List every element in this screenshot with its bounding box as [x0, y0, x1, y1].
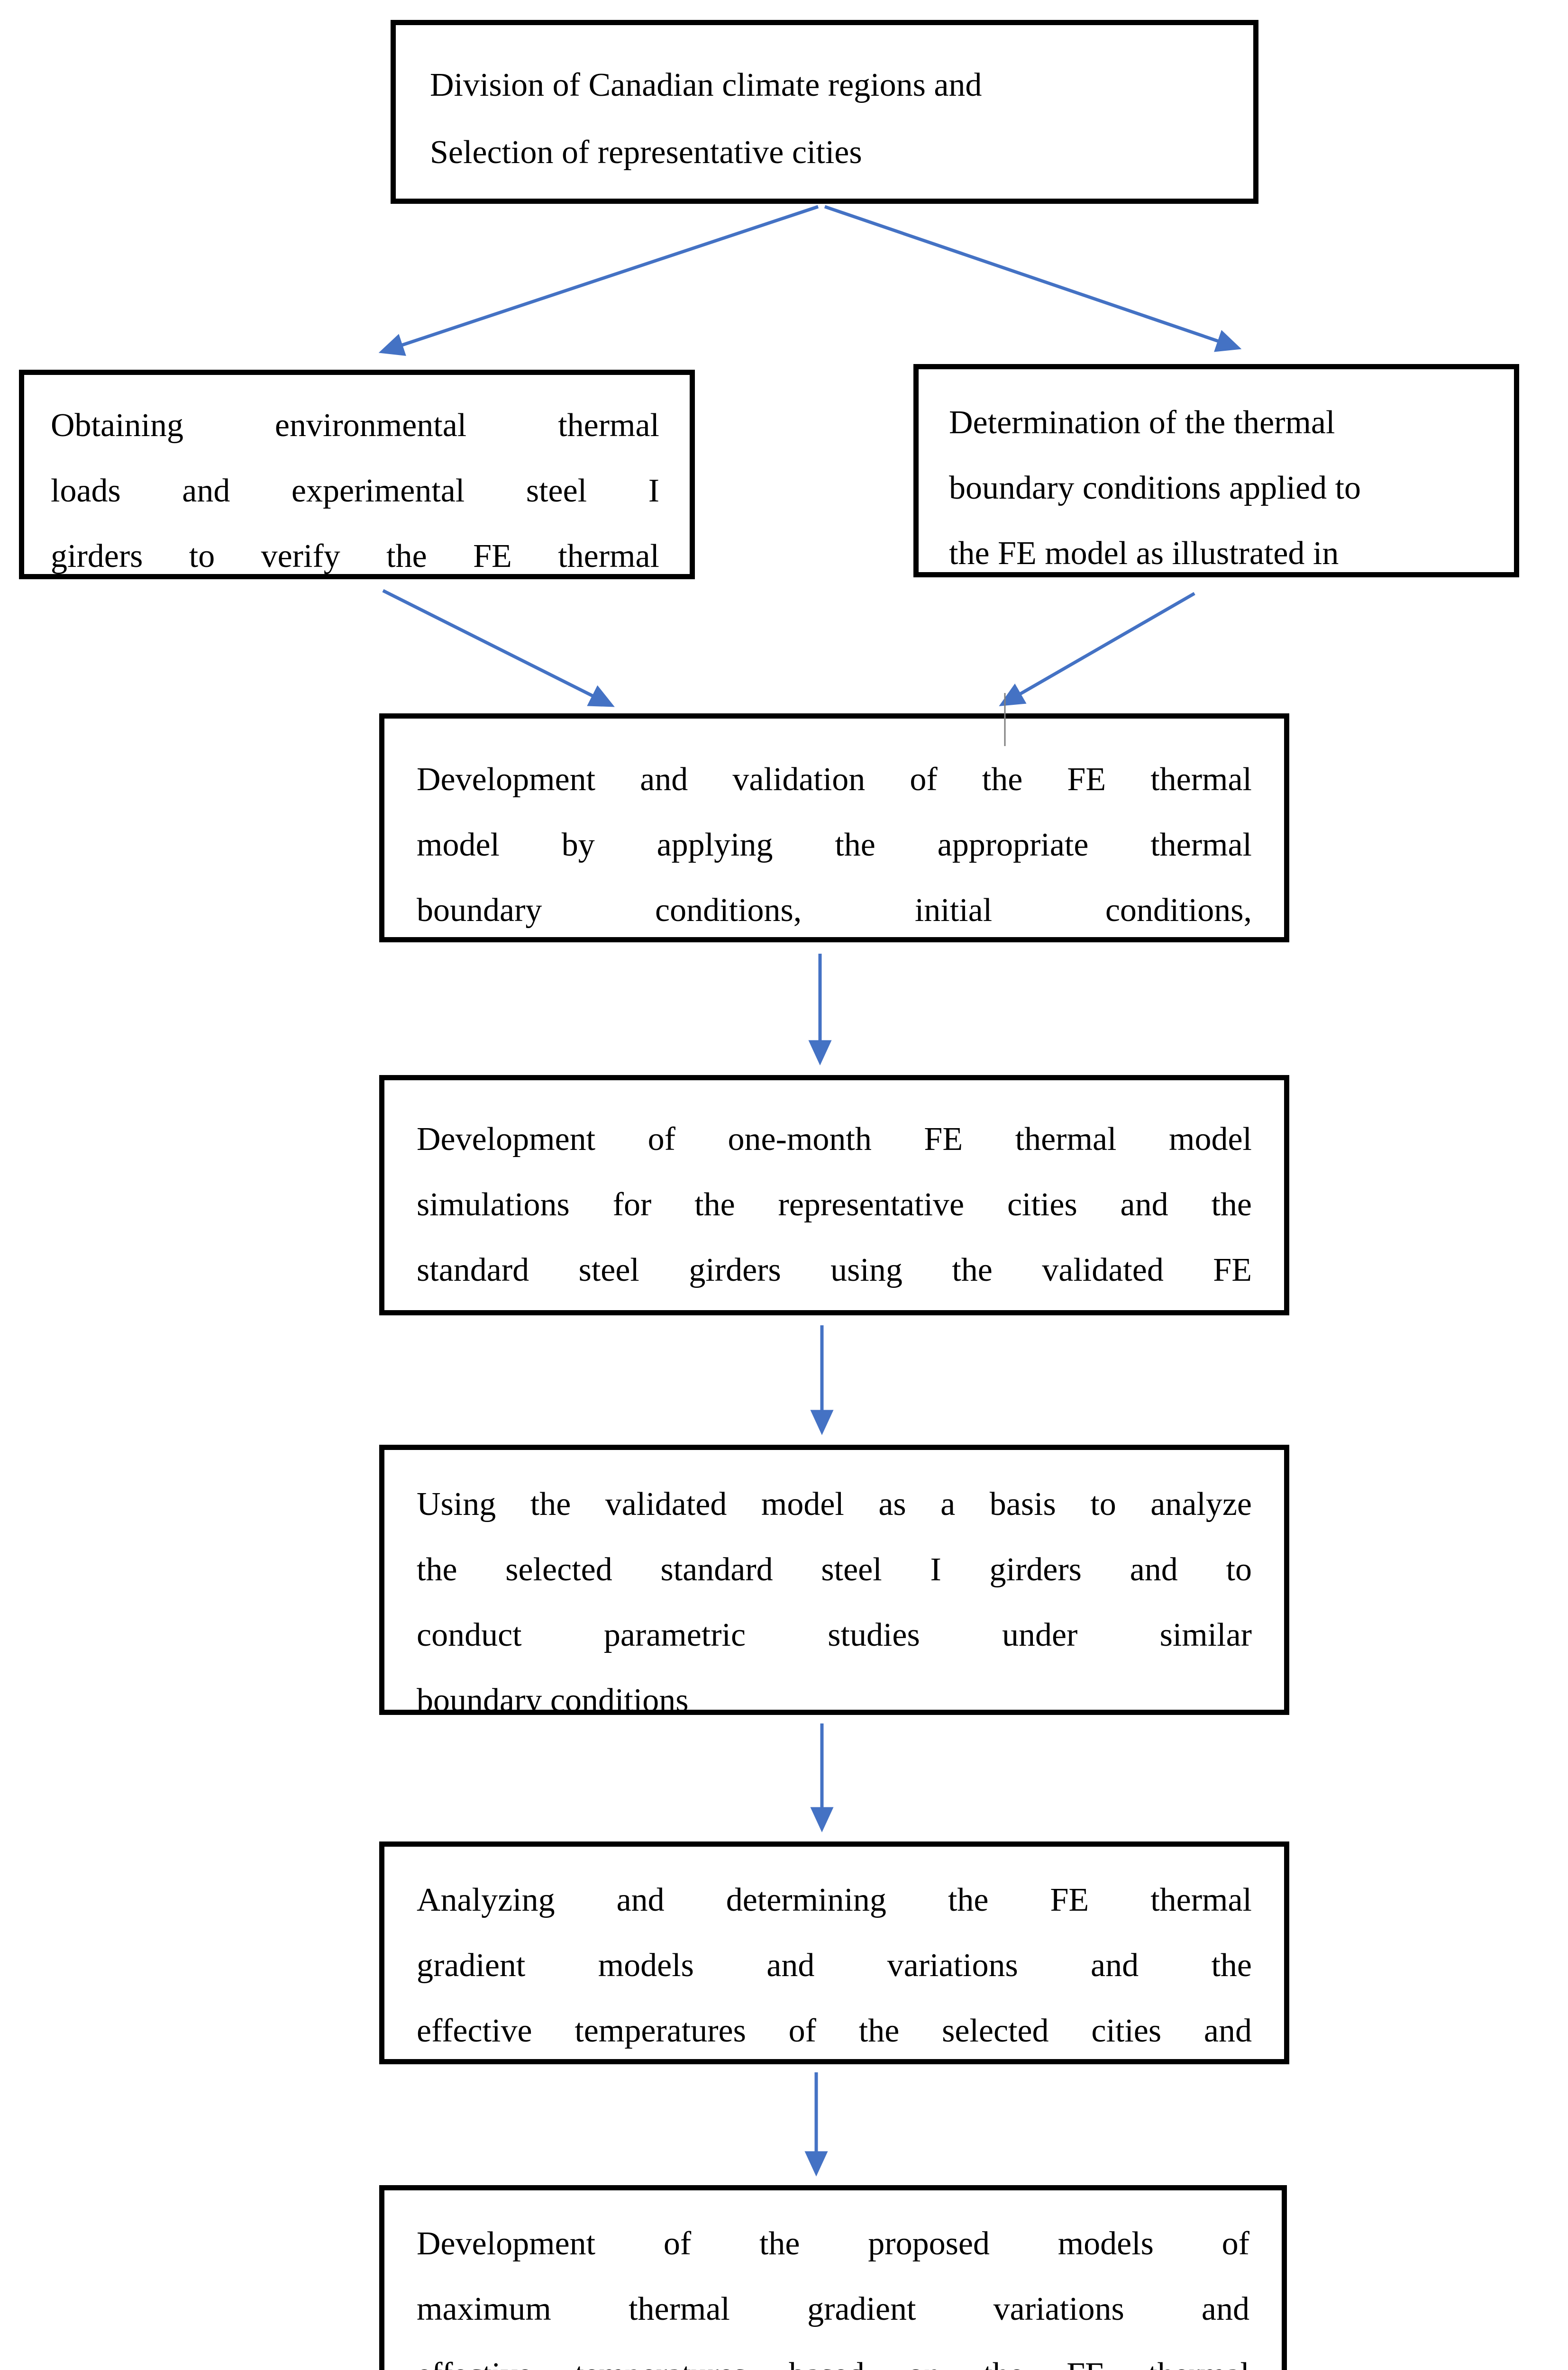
- arrow-right-to-validation-icon: [999, 592, 1195, 706]
- flow-box-line: the FE model as illustrated in: [949, 535, 1339, 572]
- flow-box-proposed-models: Development of the proposed models of max…: [379, 2185, 1287, 2370]
- flow-box-line: maximum thermal gradient variations and: [417, 2291, 1249, 2327]
- flow-box-gradient-models: Analyzing and determining the FE thermal…: [379, 1841, 1289, 2064]
- flow-box-line: Determination of the thermal: [949, 404, 1335, 441]
- flow-box-line: Development and validation of the FE the…: [417, 761, 1252, 798]
- flow-box-fe-model-validation: Development and validation of the FE the…: [379, 713, 1289, 942]
- flow-box-line: boundary conditions, initial conditions,: [417, 892, 1252, 929]
- flow-box-line: boundary conditions applied to: [949, 470, 1361, 506]
- flow-box-line: the selected standard steel I girders an…: [417, 1551, 1252, 1588]
- flow-box-line: Analyzing and determining the FE thermal: [417, 1882, 1252, 1918]
- flow-box-boundary-conditions: Determination of the thermal boundary con…: [913, 364, 1519, 577]
- flow-box-fe-model-validation-text: Development and validation of the FE the…: [417, 747, 1252, 937]
- flow-box-one-month-simulations-text: Development of one-month FE thermal mode…: [417, 1107, 1252, 1303]
- flow-box-line: Selection of representative cities: [430, 134, 862, 171]
- flow-box-line: model by applying the appropriate therma…: [417, 827, 1252, 863]
- flow-box-line: standard steel girders using the validat…: [417, 1252, 1252, 1288]
- flow-box-line: Division of Canadian climate regions and: [430, 67, 982, 103]
- flow-box-thermal-loads-text: Obtaining environmental thermal loads and…: [51, 393, 659, 574]
- flow-box-thermal-loads: Obtaining environmental thermal loads and…: [19, 370, 695, 579]
- flow-box-line: Using the validated model as a basis to …: [417, 1486, 1252, 1522]
- flow-box-one-month-simulations: Development of one-month FE thermal mode…: [379, 1075, 1289, 1315]
- flow-box-parametric-studies: Using the validated model as a basis to …: [379, 1445, 1289, 1715]
- flow-box-climate-regions-text: Division of Canadian climate regions and…: [430, 52, 1220, 186]
- arrow-left-to-validation-icon: [382, 589, 615, 707]
- arrow-top-to-left-icon: [378, 205, 819, 356]
- flow-box-parametric-studies-text: Using the validated model as a basis to …: [417, 1472, 1252, 1715]
- flow-box-line: girders to verify the FE thermal: [51, 538, 659, 574]
- flow-box-climate-regions: Division of Canadian climate regions and…: [391, 20, 1258, 204]
- flow-box-boundary-conditions-text: Determination of the thermal boundary con…: [949, 390, 1486, 572]
- flow-box-line: conduct parametric studies under similar: [417, 1617, 1252, 1653]
- flow-box-line: effective temperatures of the selected c…: [417, 2013, 1252, 2049]
- flow-box-line: loads and experimental steel I: [51, 473, 659, 509]
- flow-box-line: effective temperatures based on the FE t…: [417, 2342, 1249, 2370]
- flow-box-line: Development of one-month FE thermal mode…: [417, 1121, 1252, 1158]
- arrow-top-to-right-icon: [824, 205, 1242, 352]
- flow-box-line: Obtaining environmental thermal: [51, 407, 659, 444]
- flow-box-proposed-models-text: Development of the proposed models of max…: [417, 2211, 1249, 2370]
- flow-box-gradient-models-text: Analyzing and determining the FE thermal…: [417, 1868, 1252, 2059]
- flow-box-line: boundary conditions: [417, 1682, 689, 1715]
- flow-box-line: Development of the proposed models of: [417, 2225, 1249, 2262]
- flow-box-line: gradient models and variations and the: [417, 1947, 1252, 1984]
- flow-box-line: simulations for the representative citie…: [417, 1186, 1252, 1223]
